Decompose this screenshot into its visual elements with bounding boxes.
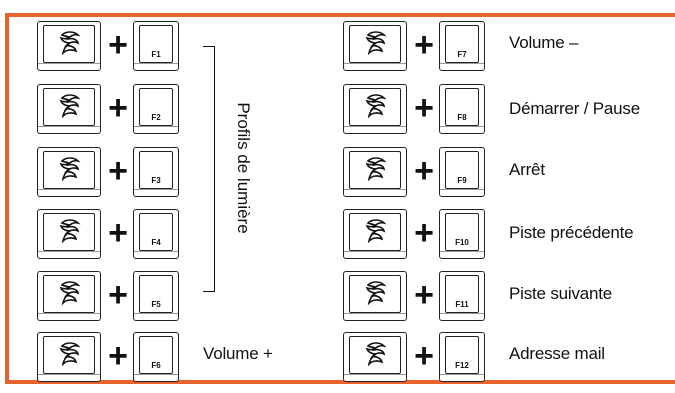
swirl-logo-icon [365,281,387,305]
f6-key-label: F6 [151,361,161,370]
f7-description: Volume – [509,33,579,52]
f3-key: F3 [133,147,179,197]
plus-sign: + [414,89,434,127]
swirl-logo-icon [59,342,81,366]
f5-key-label: F5 [151,300,161,309]
logo-key [37,332,101,382]
swirl-logo-icon [365,342,387,366]
swirl-logo-icon [59,219,81,243]
plus-sign: + [108,214,128,252]
logo-key [37,21,101,71]
plus-sign: + [414,26,434,64]
logo-key [343,147,407,197]
swirl-logo-icon [59,94,81,118]
f9-key: F9 [439,147,485,197]
f7-key-label: F7 [457,50,467,59]
plus-sign: + [414,276,434,314]
logo-key [37,147,101,197]
f5-key: F5 [133,271,179,321]
swirl-logo-icon [365,219,387,243]
f11-key: F11 [439,271,485,321]
f4-key-label: F4 [151,238,161,247]
logo-key [343,332,407,382]
f3-key-label: F3 [151,176,161,185]
f9-key-label: F9 [457,176,467,185]
f1-key: F1 [133,21,179,71]
f4-key: F4 [133,209,179,259]
f11-key-label: F11 [455,300,469,309]
f6-key: F6 [133,332,179,382]
plus-sign: + [108,26,128,64]
f12-description: Adresse mail [509,344,605,363]
f11-description: Piste suivante [509,284,613,303]
swirl-logo-icon [59,31,81,55]
swirl-logo-icon [365,31,387,55]
plus-sign: + [108,89,128,127]
logo-key [37,209,101,259]
f7-key: F7 [439,21,485,71]
swirl-logo-icon [365,94,387,118]
f12-key-label: F12 [455,361,469,370]
logo-key [343,271,407,321]
swirl-logo-icon [59,281,81,305]
f8-key: F8 [439,84,485,134]
f2-key: F2 [133,84,179,134]
plus-sign: + [108,276,128,314]
plus-sign: + [414,214,434,252]
logo-key [343,84,407,134]
f12-key: F12 [439,332,485,382]
light-profiles-bracket [203,46,215,292]
logo-key [37,271,101,321]
plus-sign: + [108,337,128,375]
f9-description: Arrêt [509,160,545,179]
f8-description: Démarrer / Pause [509,99,640,118]
logo-key [343,209,407,259]
shortcut-panel-frame [5,13,675,384]
light-profiles-label: Profils de lumière [234,102,253,234]
logo-key [343,21,407,71]
f6-description: Volume + [203,344,273,363]
logo-key [37,84,101,134]
plus-sign: + [108,152,128,190]
plus-sign: + [414,337,434,375]
swirl-logo-icon [365,157,387,181]
f10-key: F10 [439,209,485,259]
f2-key-label: F2 [151,113,161,122]
f10-description: Piste précédente [509,223,634,242]
plus-sign: + [414,152,434,190]
swirl-logo-icon [59,157,81,181]
f8-key-label: F8 [457,113,467,122]
f1-key-label: F1 [151,50,161,59]
f10-key-label: F10 [455,238,469,247]
